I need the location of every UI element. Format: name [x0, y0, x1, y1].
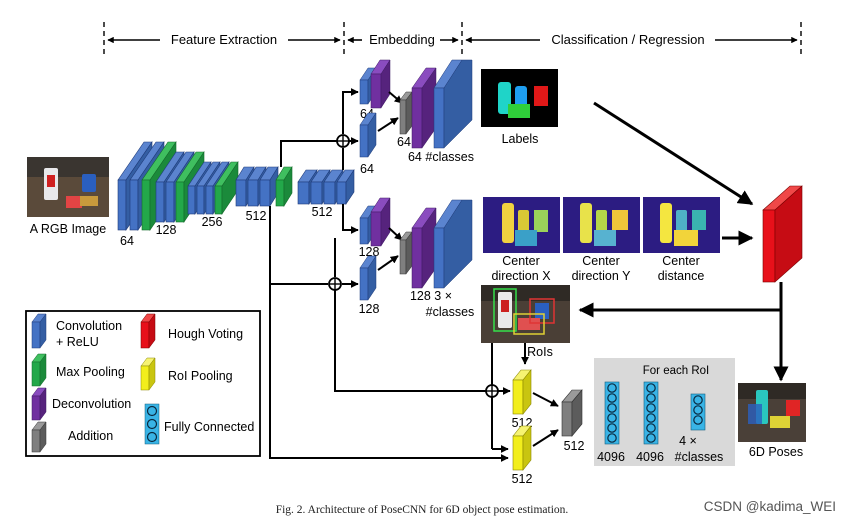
- vertex-output-x-line1: Center: [502, 254, 540, 268]
- vertex-output-y-line2: direction Y: [572, 269, 631, 283]
- legend-item-max-pooling: Max Pooling: [31, 353, 125, 387]
- rois-label: RoIs: [527, 345, 553, 359]
- legend-roi-pooling-label: RoI Pooling: [168, 369, 233, 383]
- center-direction-x-map: [483, 197, 560, 253]
- legend: Convolution + ReLU Hough Voting Max Pool…: [25, 310, 261, 457]
- legend-item-fully-connected: Fully Connected: [144, 403, 254, 445]
- sum-node-roi: [485, 384, 499, 398]
- conv-block-128-size: 128: [156, 223, 177, 237]
- legend-item-convolution: Convolution + ReLU: [31, 313, 122, 349]
- connector-lines: [269, 88, 511, 462]
- rois-image: [481, 285, 570, 343]
- fc-layer-1-size: 4096: [597, 450, 625, 464]
- legend-fully-connected-label: Fully Connected: [164, 420, 254, 434]
- vertex-classes-line1: 128 3 ×: [410, 289, 452, 303]
- for-each-roi-label: For each RoI: [643, 365, 709, 377]
- roi-add-size: 512: [564, 439, 585, 453]
- vertex-output-y-line1: Center: [582, 254, 620, 268]
- legend-max-pooling-label: Max Pooling: [56, 365, 125, 379]
- section-label-classification-regression: Classification / Regression: [551, 32, 704, 47]
- sum-node-vertex: [328, 277, 342, 291]
- legend-hough-voting-label: Hough Voting: [168, 327, 243, 341]
- fc-layer-2: 4096: [636, 381, 664, 464]
- roi-pool-size-bottom: 512: [512, 472, 533, 486]
- vertex-top-size: 128: [359, 245, 380, 259]
- labels-output-label: Labels: [502, 132, 539, 146]
- fc-layer-3-line1: 4 ×: [679, 434, 697, 448]
- conv-block-64-size: 64: [120, 234, 134, 248]
- fc-layer-2-size: 4096: [636, 450, 664, 464]
- labels-output-image: [481, 69, 558, 127]
- sum-node-seg: [336, 134, 350, 148]
- conv-block-512-b: 512: [297, 169, 355, 219]
- for-each-roi-panel: For each RoI 4096 4096: [594, 358, 735, 466]
- legend-convolution-line1: Convolution: [56, 319, 122, 333]
- conv-block-512-a-size: 512: [246, 209, 267, 223]
- section-label-embedding: Embedding: [369, 32, 435, 47]
- legend-convolution-line2: + ReLU: [56, 335, 99, 349]
- section-header: Feature Extraction Embedding Classificat…: [103, 22, 802, 56]
- fc-layer-3-line2: #classes: [675, 450, 724, 464]
- watermark: CSDN @kadima_WEI: [704, 499, 836, 514]
- vertex-output-x-line2: direction X: [491, 269, 551, 283]
- input-image: A RGB Image: [27, 157, 109, 236]
- feature-extraction-blocks: 64 128 256: [117, 141, 355, 248]
- input-image-label: A RGB Image: [30, 222, 106, 236]
- seg-bottom-size: 64: [360, 162, 374, 176]
- legend-item-deconvolution: Deconvolution: [31, 387, 131, 421]
- pose-branch: RoIs 512 512 512 For each RoI: [481, 285, 806, 486]
- seg-add-size: 64: [397, 135, 411, 149]
- center-direction-y-map: [563, 197, 640, 253]
- segmentation-branch: 64 64 64 64 #classes Labels: [359, 59, 558, 176]
- legend-deconvolution-label: Deconvolution: [52, 397, 131, 411]
- center-distance-map: [643, 197, 720, 253]
- vertex-output-distance-line2: distance: [658, 269, 705, 283]
- section-label-feature-extraction: Feature Extraction: [171, 32, 277, 47]
- legend-item-hough-voting: Hough Voting: [140, 313, 243, 349]
- legend-addition-label: Addition: [68, 429, 113, 443]
- vertex-classes-line2: #classes: [426, 305, 475, 319]
- legend-item-roi-pooling: RoI Pooling: [140, 357, 233, 391]
- vertex-branch: 128 128 128 3 × #classes: [359, 197, 720, 319]
- 6d-poses-image: [738, 383, 806, 442]
- seg-classes-label: 64 #classes: [408, 150, 474, 164]
- hough-voting-stage: [578, 101, 803, 382]
- 6d-poses-label: 6D Poses: [749, 445, 803, 459]
- legend-item-addition: Addition: [31, 421, 113, 453]
- conv-block-512-b-size: 512: [312, 205, 333, 219]
- conv-block-512-a: 512: [235, 165, 293, 223]
- conv-block-256: 256: [187, 161, 239, 229]
- vertex-output-distance-line1: Center: [662, 254, 700, 268]
- fc-layer-3: 4 × #classes: [675, 393, 724, 464]
- figure-caption: Fig. 2. Architecture of PoseCNN for 6D o…: [276, 504, 569, 516]
- vertex-bottom-size: 128: [359, 302, 380, 316]
- conv-block-256-size: 256: [202, 215, 223, 229]
- fc-layer-1: 4096: [597, 381, 625, 464]
